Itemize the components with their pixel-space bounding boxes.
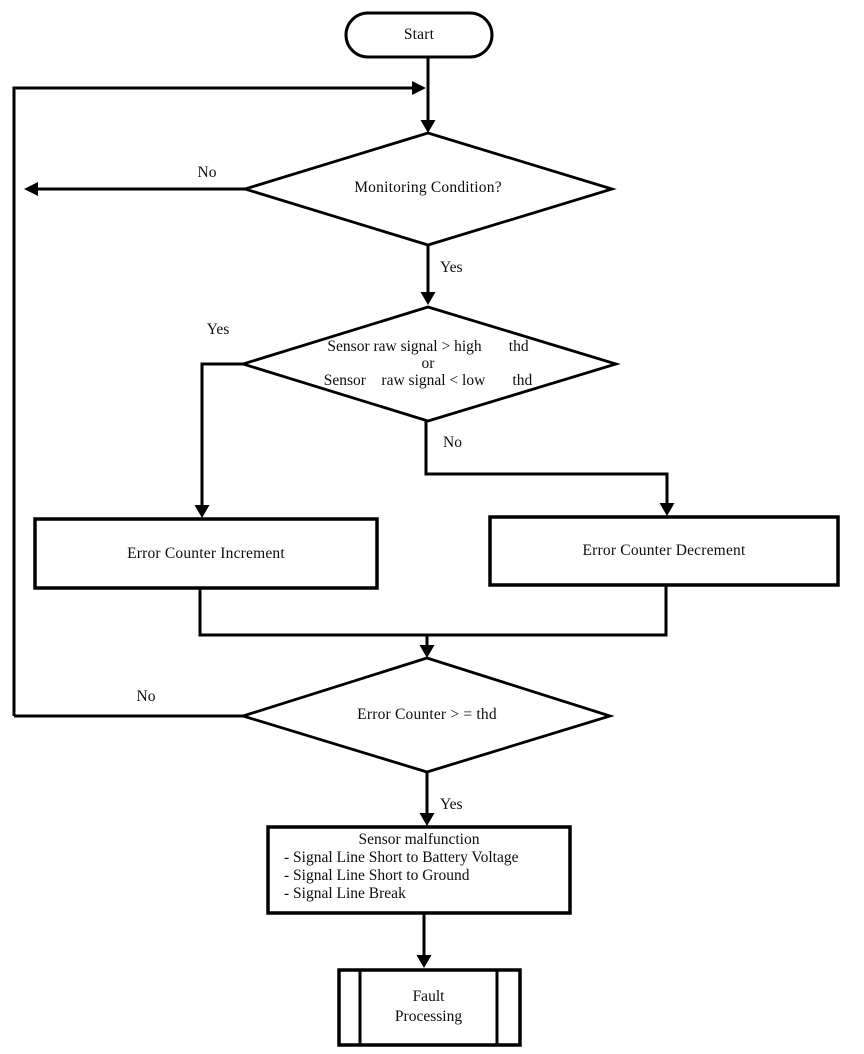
edge-label-monitoring-yes: Yes <box>440 259 463 276</box>
arrowhead-right-icon <box>412 81 426 95</box>
error-counter-decrement-box-shape <box>488 515 840 587</box>
predefined-process-bars <box>358 970 499 1045</box>
fault-processing-line2: Processing <box>394 1008 463 1025</box>
fault-processing-label: Fault Processing <box>360 987 497 1027</box>
start-terminator-shape <box>344 11 494 59</box>
sensor-malfunction-item: - Signal Line Break <box>284 885 406 902</box>
fault-processing-line1: Fault <box>412 988 445 1005</box>
edge-label-threshold-no: No <box>443 434 462 451</box>
error-counter-decrement-label: Error Counter Decrement <box>582 542 746 559</box>
arrow-threshold-yes <box>200 362 243 506</box>
sensor-malfunction-item: - Signal Line Short to Ground <box>284 867 470 884</box>
loopback-line <box>12 86 412 716</box>
arrowhead-down-icon <box>420 292 436 305</box>
arrowhead-down-icon <box>416 955 432 968</box>
arrowhead-left-icon <box>24 182 38 196</box>
signal-threshold-line1: Sensor raw signal > high thd <box>327 338 529 355</box>
arrowhead-down-icon <box>659 503 675 516</box>
arrow-threshold-no <box>424 421 669 504</box>
edge-label-counter-yes: Yes <box>440 796 463 813</box>
arrowhead-down-icon <box>419 813 435 826</box>
error-counter-increment-label: Error Counter Increment <box>127 544 285 562</box>
error-counter-threshold-label: Error Counter > = thd <box>357 706 497 723</box>
signal-threshold-line2: or <box>421 355 435 372</box>
fault-processing-box-shape <box>337 968 522 1047</box>
error-counter-increment-box-shape <box>33 517 379 590</box>
merge-connector <box>198 585 668 646</box>
sensor-malfunction-text: Sensor malfunction - Signal Line Short t… <box>270 831 568 903</box>
edge-label-counter-no: No <box>136 688 156 705</box>
arrowhead-down-icon <box>419 645 435 658</box>
arrowhead-down-icon <box>420 120 436 133</box>
signal-threshold-line3: Sensor raw signal < low thd <box>323 372 533 389</box>
signal-threshold-diamond-shape <box>238 305 621 423</box>
sensor-malfunction-box-shape <box>266 825 572 915</box>
arrowhead-down-icon <box>194 505 210 518</box>
signal-threshold-label: Sensor raw signal > high thd or Sensor r… <box>258 338 598 389</box>
edge-label-monitoring-no: No <box>197 164 217 181</box>
start-label: Start <box>403 26 435 43</box>
sensor-malfunction-item: - Signal Line Short to Battery Voltage <box>284 849 519 866</box>
edge-label-threshold-yes: Yes <box>206 321 230 338</box>
monitoring-condition-label: Monitoring Condition? <box>354 179 502 196</box>
sensor-malfunction-title: Sensor malfunction <box>358 831 480 848</box>
